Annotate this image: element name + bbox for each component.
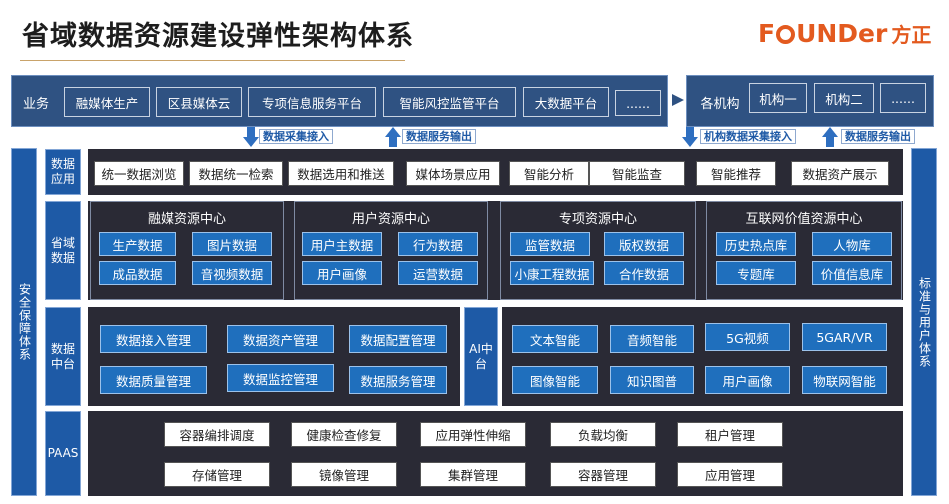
center-title: 融媒资源中心: [147, 212, 226, 227]
center-item: 行为数据: [398, 232, 478, 256]
center-item: 音视频数据: [192, 261, 272, 285]
data-app-item: 智能推荐: [696, 161, 776, 186]
center-item: 图片数据: [192, 232, 272, 256]
center-item: 小康工程数据: [510, 261, 594, 285]
center-item: 历史热点库: [716, 232, 796, 256]
data-app-item: 智能分析: [509, 161, 589, 186]
business-item: 专项信息服务平台: [248, 87, 376, 117]
row-label-text: 省域数据: [50, 235, 75, 265]
paas-item: 容器编排调度: [164, 422, 270, 447]
arrow-down-icon: [682, 127, 698, 147]
business-item: 融媒体生产: [64, 87, 150, 117]
center-item: 合作数据: [604, 261, 684, 285]
center-item: 价值信息库: [812, 261, 892, 285]
ai-middle-item: 物联网智能: [802, 366, 887, 394]
data-middle-item: 数据监控管理: [227, 364, 334, 392]
business-item: 大数据平台: [523, 87, 609, 117]
institution-label: 各机构: [700, 96, 740, 112]
row-label-paas: PAAS: [45, 411, 81, 496]
row-label-text: 数据中台: [50, 341, 75, 371]
data-app-item: 数据资产展示: [791, 161, 889, 186]
center-item: 用户主数据: [302, 232, 382, 256]
business-bar: [11, 75, 668, 127]
standard-sidebar: 标准与用户体系: [911, 148, 937, 496]
paas-item: 集群管理: [420, 462, 526, 487]
institution-item: 机构一: [749, 83, 807, 113]
center-item: 生产数据: [99, 232, 176, 256]
security-sidebar: 安全保障体系: [11, 148, 37, 496]
business-item: ......: [615, 90, 661, 116]
ai-middle-item: 5G视频: [705, 323, 790, 351]
ai-middle-item: 图像智能: [512, 366, 598, 394]
data-middle-item: 数据服务管理: [349, 366, 447, 394]
data-middle-item: 数据质量管理: [100, 366, 207, 394]
business-item: 区县媒体云: [156, 87, 242, 117]
paas-item: 存储管理: [164, 462, 270, 487]
paas-item: 应用管理: [677, 462, 783, 487]
center-item: 人物库: [812, 232, 892, 256]
arrow-down-icon: [243, 127, 259, 147]
logo-letter-f: F: [758, 18, 776, 48]
center-title: 专项资源中心: [558, 212, 637, 227]
data-middle-item: 数据资产管理: [227, 325, 334, 353]
center-item: 版权数据: [604, 232, 684, 256]
resource-center: [706, 201, 902, 300]
row-label-data-app: 数据应用: [45, 149, 81, 195]
center-title: 用户资源中心: [351, 212, 430, 227]
security-label: 安全保障体系: [17, 283, 32, 361]
business-item: 智能风控监管平台: [383, 87, 516, 117]
row-label-text: PAAS: [47, 446, 79, 460]
resource-center: [500, 201, 696, 300]
paas-item: 应用弹性伸缩: [420, 422, 526, 447]
center-item: 成品数据: [99, 261, 176, 285]
ai-middle-item: 文本智能: [512, 325, 598, 353]
service-label: 数据服务输出: [402, 129, 476, 144]
resource-center: [294, 201, 488, 300]
inst-collect-label: 机构数据采集接入: [700, 129, 796, 144]
data-app-item: 数据选用和推送: [288, 161, 394, 186]
arrow-right-icon: [672, 94, 684, 106]
logo-letters: UNDer: [796, 18, 888, 48]
institution-item: ......: [880, 83, 926, 113]
inst-service-label: 数据服务输出: [841, 129, 915, 144]
standard-label: 标准与用户体系: [917, 276, 932, 368]
page-title: 省域数据资源建设弹性架构体系: [22, 21, 414, 52]
data-app-item: 统一数据浏览: [94, 161, 184, 186]
center-item: 运营数据: [398, 261, 478, 285]
data-app-item: 数据统一检索: [189, 161, 283, 186]
row-label-data-middle: 数据中台: [45, 307, 81, 406]
center-item: 监管数据: [510, 232, 590, 256]
row-label-text: AI中台: [469, 341, 493, 371]
logo-cn: 方正: [891, 22, 932, 47]
ai-middle-item: 用户画像: [705, 366, 790, 394]
data-app-item: 智能监查: [589, 161, 685, 186]
ai-middle-item: 知识图普: [610, 366, 694, 394]
resource-center: [90, 201, 284, 300]
data-middle-item: 数据接入管理: [100, 325, 207, 353]
paas-item: 容器管理: [550, 462, 656, 487]
arrow-up-icon: [385, 127, 401, 147]
collect-label: 数据采集接入: [259, 129, 333, 144]
business-label: 业务: [22, 96, 49, 112]
paas-item: 镜像管理: [291, 462, 397, 487]
center-item: 专题库: [716, 261, 796, 285]
paas-item: 租户管理: [677, 422, 783, 447]
arrow-up-icon: [822, 127, 838, 147]
ai-middle-item: 5GAR/VR: [802, 323, 887, 351]
data-app-item: 媒体场景应用: [406, 161, 500, 186]
title-underline: [20, 60, 405, 61]
ai-middle-item: 音频智能: [610, 325, 694, 353]
row-label-text: 数据应用: [50, 157, 75, 186]
paas-item: 负载均衡: [550, 422, 656, 447]
institution-item: 机构二: [814, 83, 874, 113]
row-label-province: 省域数据: [45, 201, 81, 300]
center-title: 互联网价值资源中心: [745, 212, 863, 227]
paas-item: 健康检查修复: [291, 422, 397, 447]
logo-ring-icon: [776, 24, 796, 44]
data-middle-item: 数据配置管理: [349, 325, 447, 353]
center-item: 用户画像: [302, 261, 382, 285]
row-label-ai-middle: AI中台: [464, 307, 498, 406]
